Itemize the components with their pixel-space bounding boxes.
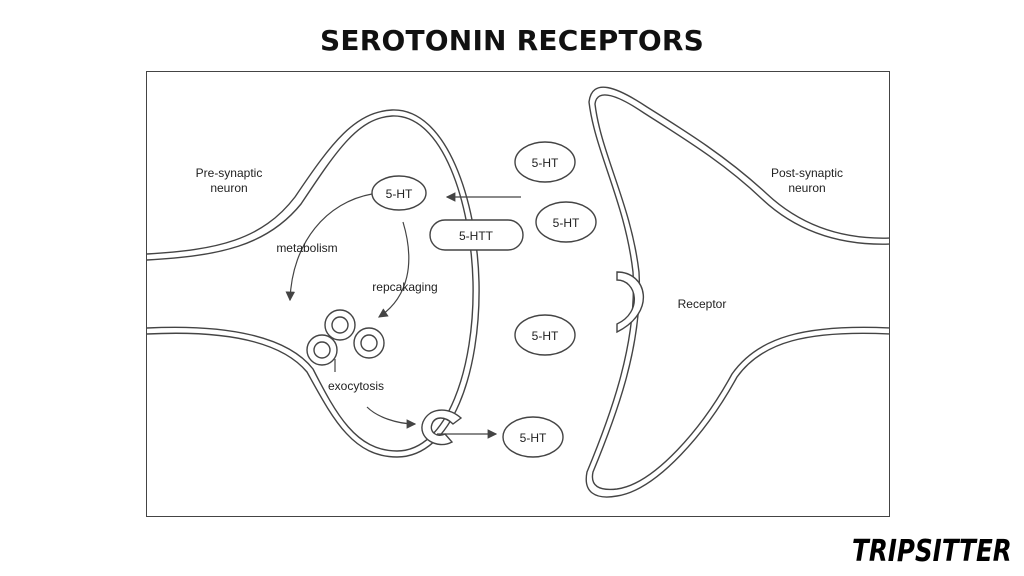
cleft-5ht-1: 5-HT <box>514 141 576 183</box>
cleft-5ht-1-label: 5-HT <box>532 156 559 170</box>
exocytosis-label: exocytosis <box>328 379 384 393</box>
presynaptic-label-line1: Pre-synaptic <box>196 166 263 180</box>
postsynaptic-neuron-outline <box>585 86 889 498</box>
receptor-label: Receptor <box>678 297 727 311</box>
released-5ht: 5-HT <box>502 416 564 458</box>
page-title: SEROTONIN RECEPTORS <box>320 24 704 57</box>
cleft-5ht-2: 5-HT <box>535 201 597 243</box>
transporter-label: 5-HTT <box>459 229 494 243</box>
postsynaptic-label-line1: Post-synaptic <box>771 166 843 180</box>
transporter-5htt: 5-HTT <box>429 219 524 251</box>
arrows <box>285 192 521 439</box>
cleft-5ht-2-label: 5-HT <box>553 216 580 230</box>
postsynaptic-label-line2: neuron <box>788 181 825 195</box>
cleft-5ht-3-label: 5-HT <box>532 329 559 343</box>
vesicle-2 <box>353 327 385 359</box>
repackaging-label: repcakaging <box>372 280 437 294</box>
presynaptic-neuron-outline <box>147 109 480 458</box>
repackaging-arrow <box>378 221 410 318</box>
synapse-svg: 5-HTT 5-HT 5-HT 5-HT 5-HT 5-HT <box>147 86 889 498</box>
tripsitter-logo: TRIPSITTER <box>852 534 1012 569</box>
inner-5ht: 5-HT <box>371 175 427 211</box>
exocytosis-arrow <box>366 406 417 429</box>
metabolism-arrow <box>285 193 373 302</box>
released-5ht-label: 5-HT <box>520 431 547 445</box>
synapse-diagram: 5-HTT 5-HT 5-HT 5-HT 5-HT 5-HT <box>146 71 890 517</box>
cleft-5ht-3: 5-HT <box>514 314 576 356</box>
receptor-shape <box>616 271 645 334</box>
vesicles <box>306 309 385 366</box>
metabolism-label: metabolism <box>276 241 337 255</box>
vesicle-3 <box>306 334 338 366</box>
vesicle-1 <box>324 309 356 341</box>
inner-5ht-label: 5-HT <box>386 187 413 201</box>
presynaptic-label-line2: neuron <box>210 181 247 195</box>
fusing-vesicle <box>421 409 463 446</box>
